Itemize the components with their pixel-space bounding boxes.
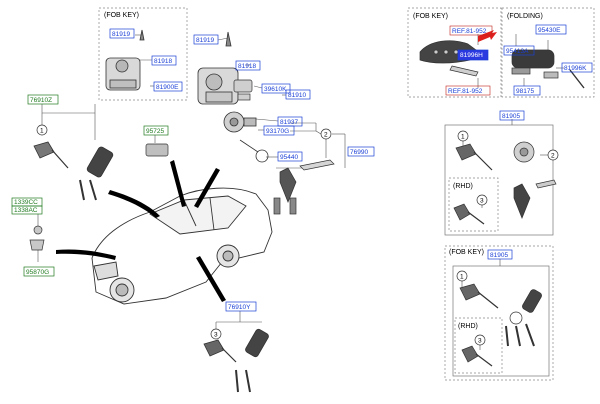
part-label-95870g[interactable]: 95870G bbox=[23, 266, 55, 277]
part-label-81996k[interactable]: 81996K bbox=[561, 62, 593, 73]
svg-text:39610K: 39610K bbox=[264, 86, 287, 93]
callout-1-left-door: 1 bbox=[36, 124, 48, 136]
lock-cylinder-right bbox=[223, 111, 257, 133]
callout-1-lower-kit: 1 bbox=[456, 270, 468, 282]
part-label-81919-b[interactable]: 81919 bbox=[193, 34, 219, 45]
part-label-ref-a[interactable]: REF.81-952 bbox=[449, 25, 493, 36]
svg-text:95725: 95725 bbox=[146, 128, 164, 135]
clip-parts-left bbox=[29, 225, 45, 251]
svg-text:95870G: 95870G bbox=[26, 269, 49, 276]
part-label-81910[interactable]: 81910 bbox=[285, 89, 311, 100]
part-label-76910y[interactable]: 76910Y bbox=[225, 301, 257, 312]
fob-key-group-left bbox=[98, 7, 188, 101]
fob-keys-center bbox=[273, 159, 335, 215]
svg-text:81918: 81918 bbox=[238, 63, 256, 70]
svg-text:81996H: 81996H bbox=[460, 52, 483, 59]
part-label-81918-a[interactable]: 81918 bbox=[151, 55, 177, 66]
fob-key-title-right: (FOB KEY) bbox=[413, 13, 448, 20]
svg-text:81937: 81937 bbox=[280, 119, 298, 126]
svg-text:81918: 81918 bbox=[154, 58, 172, 65]
svg-text:1: 1 bbox=[40, 128, 44, 135]
fob-key-title-lower: (FOB KEY) bbox=[449, 249, 484, 256]
svg-text:REF.81-952: REF.81-952 bbox=[452, 28, 487, 35]
kit-upper-parts bbox=[453, 141, 557, 225]
svg-text:3: 3 bbox=[478, 338, 482, 345]
svg-text:81919: 81919 bbox=[112, 31, 130, 38]
vehicle-illustration bbox=[91, 187, 273, 305]
svg-text:93170G: 93170G bbox=[266, 128, 289, 135]
part-label-1339cc[interactable]: 1339CC bbox=[11, 197, 43, 207]
part-label-95725[interactable]: 95725 bbox=[143, 125, 169, 136]
part-label-95430e[interactable]: 95430E bbox=[535, 24, 567, 35]
part-label-95413a[interactable]: 95413A bbox=[503, 45, 535, 56]
svg-text:76910Z: 76910Z bbox=[30, 97, 52, 104]
part-label-81919-a[interactable]: 81919 bbox=[109, 28, 135, 39]
part-label-81937[interactable]: 81937 bbox=[277, 116, 303, 127]
svg-text:81905: 81905 bbox=[502, 113, 520, 120]
ignition-module-fob bbox=[105, 29, 145, 91]
part-label-81996h[interactable]: 81996H bbox=[457, 49, 489, 61]
svg-text:1338AC: 1338AC bbox=[14, 207, 38, 214]
part-label-95440[interactable]: 95440 bbox=[277, 151, 303, 162]
svg-text:76990: 76990 bbox=[350, 149, 368, 156]
callout-1-upper-kit: 1 bbox=[457, 130, 469, 142]
callout-pointers bbox=[56, 160, 226, 302]
part-label-39610k[interactable]: 39610K bbox=[261, 83, 291, 94]
door-lock-cylinder-left bbox=[33, 141, 114, 201]
svg-text:81900E: 81900E bbox=[156, 84, 179, 91]
folding-title: (FOLDING) bbox=[507, 13, 543, 20]
callout-3-lower-kit-rhd: 3 bbox=[474, 334, 486, 346]
svg-text:81905: 81905 bbox=[490, 252, 508, 259]
part-label-98175[interactable]: 98175 bbox=[513, 85, 541, 96]
svg-text:81996K: 81996K bbox=[564, 65, 587, 72]
svg-text:81910: 81910 bbox=[288, 92, 306, 99]
svg-text:3: 3 bbox=[214, 332, 218, 339]
callout-2-upper-kit: 2 bbox=[547, 149, 559, 161]
rhd-title-1: (RHD) bbox=[453, 183, 473, 190]
fob-key-group-lower bbox=[444, 245, 554, 381]
svg-text:95413A: 95413A bbox=[506, 48, 529, 55]
callout-circles: 1 2 1 2 3 1 3 3 bbox=[36, 124, 559, 346]
callout-3-lower-door: 3 bbox=[210, 328, 222, 340]
part-labels: 81919 81918 81900E 81919 81918 39610K 81… bbox=[11, 24, 593, 312]
callout-2-right-cluster: 2 bbox=[320, 128, 332, 140]
part-label-81918-b[interactable]: 81918 bbox=[235, 60, 261, 71]
trunk-module bbox=[145, 143, 169, 157]
part-label-1338ac[interactable]: 1338AC bbox=[11, 205, 43, 215]
svg-text:81919: 81919 bbox=[196, 37, 214, 44]
part-label-81905-b[interactable]: 81905 bbox=[487, 249, 513, 260]
svg-text:98175: 98175 bbox=[516, 88, 534, 95]
svg-text:2: 2 bbox=[324, 132, 328, 139]
rhd-group-2 bbox=[454, 317, 503, 374]
callout-3-upper-kit-rhd: 3 bbox=[476, 194, 488, 206]
svg-text:REF.81-952: REF.81-952 bbox=[448, 88, 483, 95]
part-label-81900e[interactable]: 81900E bbox=[153, 81, 183, 92]
part-label-76990[interactable]: 76990 bbox=[347, 146, 375, 157]
svg-text:1: 1 bbox=[461, 134, 465, 141]
folding-key bbox=[511, 49, 585, 89]
folding-group bbox=[501, 7, 595, 98]
part-label-76910z[interactable]: 76910Z bbox=[27, 94, 59, 105]
svg-text:1: 1 bbox=[460, 274, 464, 281]
rhd-title-2: (RHD) bbox=[458, 323, 478, 330]
rhd-group-1 bbox=[448, 177, 499, 232]
svg-text:1339CC: 1339CC bbox=[14, 199, 38, 206]
key-sensor bbox=[233, 79, 253, 101]
part-label-93170g[interactable]: 93170G bbox=[263, 125, 295, 136]
svg-text:95440: 95440 bbox=[280, 154, 298, 161]
part-label-ref-b[interactable]: REF.81-952 bbox=[445, 85, 491, 96]
svg-text:95430E: 95430E bbox=[538, 27, 561, 34]
svg-text:3: 3 bbox=[480, 198, 484, 205]
part-label-81905-a[interactable]: 81905 bbox=[499, 110, 525, 121]
fob-key-group-right bbox=[407, 7, 502, 98]
door-lock-lower bbox=[203, 328, 269, 393]
key-ring-part bbox=[239, 139, 269, 163]
svg-text:2: 2 bbox=[551, 153, 555, 160]
kit-group-lower bbox=[452, 265, 550, 377]
kit-lower-parts bbox=[459, 283, 542, 367]
fob-key-title-left: (FOB KEY) bbox=[104, 12, 139, 19]
svg-text:76910Y: 76910Y bbox=[228, 304, 251, 311]
